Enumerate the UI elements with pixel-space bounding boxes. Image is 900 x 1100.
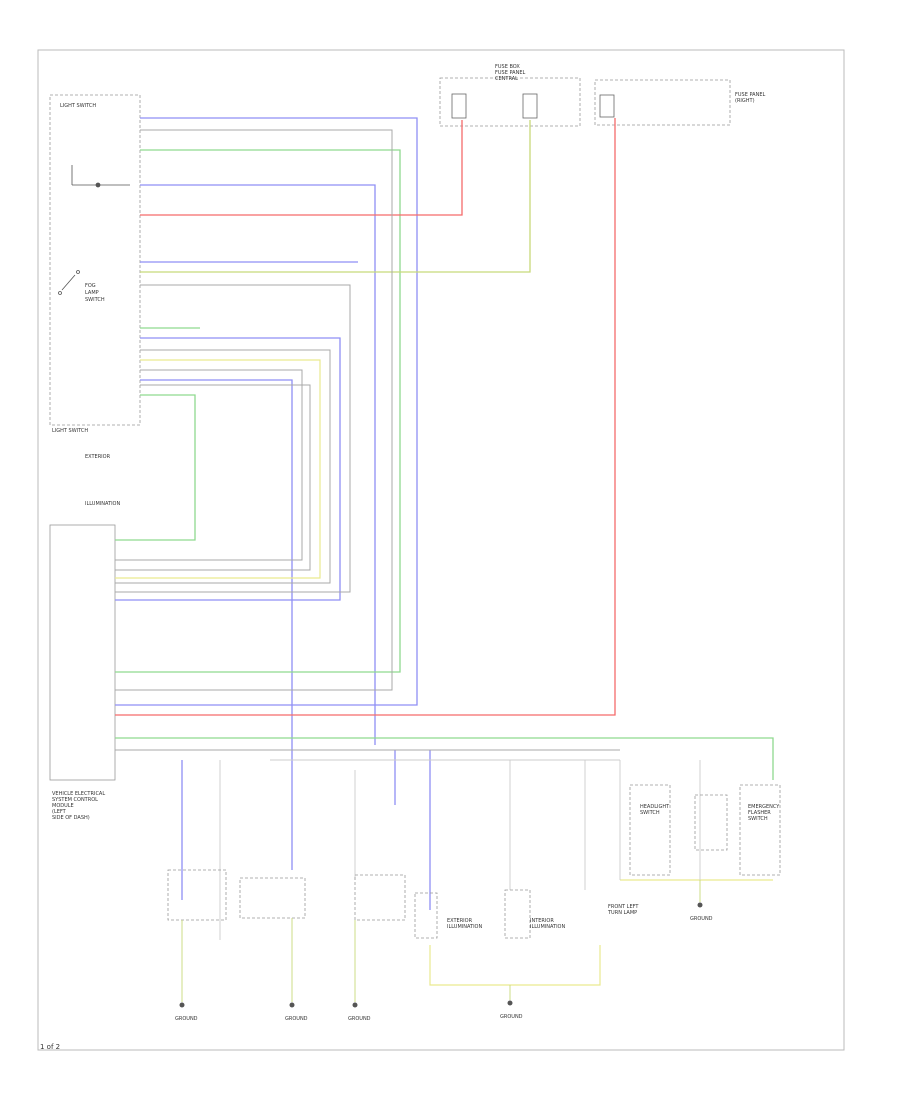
wire-yellow-green (140, 120, 531, 273)
svg-text:GROUND: GROUND (500, 1014, 523, 1020)
svg-text:FUSE PANEL: FUSE PANEL (495, 70, 525, 76)
fuse-icon (451, 93, 615, 119)
svg-text:ILLUMINATION: ILLUMINATION (530, 924, 565, 930)
component-labels: LIGHT SWITCH FOG LAMP SWITCH LIGHT SWITC… (52, 64, 780, 1022)
svg-text:FOG: FOG (85, 283, 96, 289)
wire-blue (115, 117, 431, 910)
fuse-box-right (594, 79, 731, 126)
svg-text:EXTERIOR: EXTERIOR (85, 454, 111, 460)
svg-text:MODULE: MODULE (52, 803, 74, 809)
svg-text:LIGHT SWITCH: LIGHT SWITCH (52, 428, 88, 434)
svg-text:GROUND: GROUND (285, 1016, 308, 1022)
svg-text:FRONT LEFT: FRONT LEFT (608, 904, 639, 910)
ground-wires (181, 880, 701, 1002)
svg-text:SWITCH: SWITCH (748, 816, 768, 822)
svg-text:SWITCH: SWITCH (85, 297, 105, 303)
svg-text:SIDE OF DASH): SIDE OF DASH) (52, 815, 90, 821)
svg-text:(RIGHT): (RIGHT) (735, 98, 755, 104)
svg-text:LAMP: LAMP (85, 290, 99, 296)
light-switch-box (49, 94, 141, 426)
svg-text:SYSTEM CONTROL: SYSTEM CONTROL (52, 797, 98, 803)
svg-text:CENTRAL: CENTRAL (495, 76, 518, 82)
diagram-border (37, 49, 845, 1051)
switch-symbol (58, 165, 130, 295)
svg-text:EMERGENCY: EMERGENCY (748, 804, 780, 810)
svg-text:EXTERIOR: EXTERIOR (447, 918, 473, 924)
svg-text:GROUND: GROUND (175, 1016, 198, 1022)
wire-red (115, 118, 616, 716)
svg-text:TURN LAMP: TURN LAMP (607, 910, 637, 916)
svg-text:(LEFT: (LEFT (52, 809, 67, 815)
wire-green (115, 149, 774, 780)
svg-text:HEADLIGHT: HEADLIGHT (640, 804, 670, 810)
svg-text:VEHICLE ELECTRICAL: VEHICLE ELECTRICAL (52, 791, 105, 797)
wire-light-gray (219, 759, 701, 940)
fuse-box-central (439, 77, 581, 127)
svg-text:ILLUMINATION: ILLUMINATION (447, 924, 482, 930)
svg-text:FLASHER: FLASHER (748, 810, 771, 816)
svg-text:LIGHT SWITCH: LIGHT SWITCH (60, 103, 96, 109)
svg-text:FUSE PANEL: FUSE PANEL (735, 92, 765, 98)
wire-yellow (115, 359, 773, 986)
svg-text:GROUND: GROUND (348, 1016, 371, 1022)
wire-gray (115, 129, 620, 751)
svg-text:GROUND: GROUND (690, 916, 713, 922)
svg-text:INTERIOR: INTERIOR (530, 918, 554, 924)
svg-text:SWITCH: SWITCH (640, 810, 660, 816)
svg-text:FUSE BOX: FUSE BOX (495, 64, 520, 70)
page-number: 1 of 2 (40, 1043, 61, 1051)
lighting-control-module-box (49, 524, 116, 781)
ground-icon (179, 902, 703, 1008)
component-boxes (167, 784, 781, 939)
svg-text:ILLUMINATION: ILLUMINATION (85, 501, 120, 507)
